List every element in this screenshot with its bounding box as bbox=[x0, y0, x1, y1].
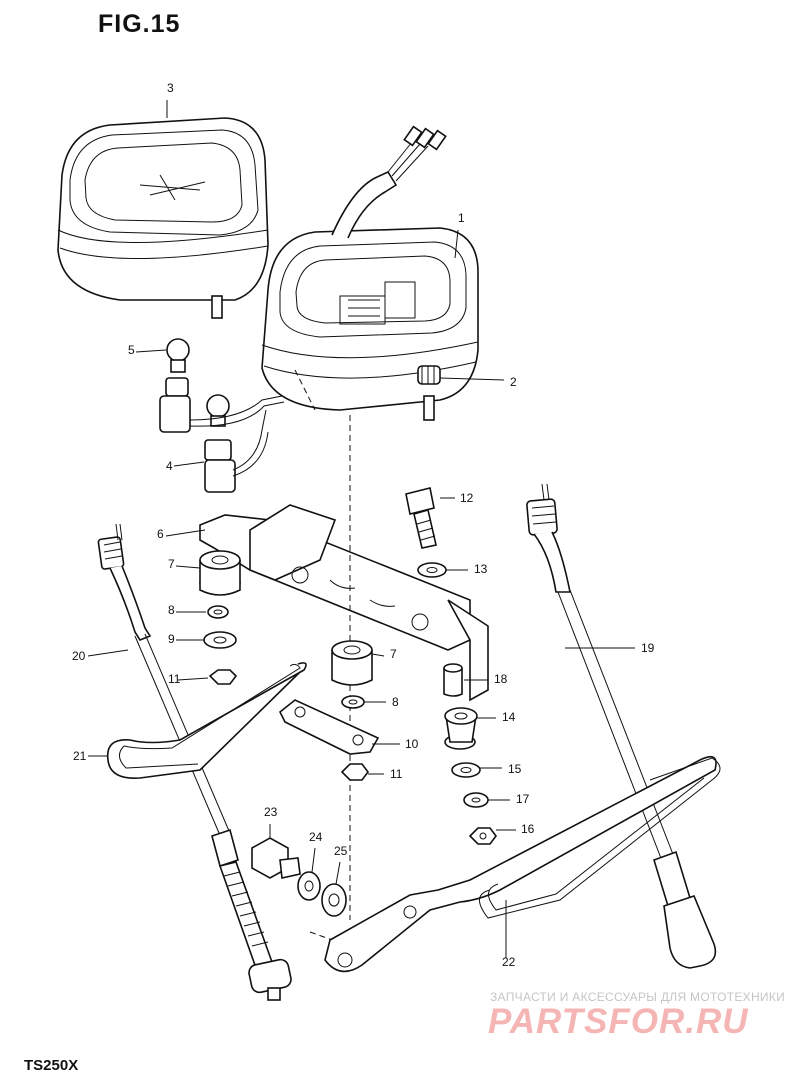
nut-part-16 bbox=[468, 827, 497, 845]
callout-c12: 12 bbox=[460, 491, 474, 505]
speedometer-part-3 bbox=[57, 117, 269, 319]
washer-part-13 bbox=[417, 562, 447, 578]
washer-part-8-right bbox=[341, 695, 365, 709]
nut-part-11-right bbox=[340, 763, 369, 781]
callout-c5: 5 bbox=[128, 343, 135, 357]
plate-part-10 bbox=[278, 699, 380, 755]
callout-c16: 16 bbox=[521, 822, 535, 836]
callout-c17: 17 bbox=[516, 792, 530, 806]
callout-c18: 18 bbox=[494, 672, 508, 686]
callout-c8b: 8 bbox=[392, 695, 399, 709]
callout-c8a: 8 bbox=[168, 603, 175, 617]
washer-part-24 bbox=[297, 871, 321, 901]
meter-bracket-part-6 bbox=[199, 504, 489, 702]
callout-c25: 25 bbox=[334, 844, 348, 858]
callout-c4: 4 bbox=[166, 459, 173, 473]
alignment-line bbox=[294, 369, 316, 411]
callout-c20: 20 bbox=[72, 649, 86, 663]
watermark-subtitle: ЗАПЧАСТИ И АКСЕССУАРЫ ДЛЯ МОТОТЕХНИКИ bbox=[490, 990, 786, 1004]
callout-c11a: 11 bbox=[168, 672, 181, 686]
bulb-part-5 bbox=[166, 338, 190, 373]
washer-part-25 bbox=[321, 883, 347, 917]
cushion-part-14 bbox=[444, 707, 478, 750]
bolt-part-12 bbox=[405, 487, 437, 549]
bulb-sockets-part-4 bbox=[159, 377, 285, 493]
nut-part-11-left bbox=[208, 669, 238, 685]
callout-c14: 14 bbox=[502, 710, 516, 724]
callout-c11b: 11 bbox=[390, 767, 403, 781]
leader-lines bbox=[87, 100, 635, 958]
bolt-part-23 bbox=[251, 837, 301, 879]
callout-c15: 15 bbox=[508, 762, 522, 776]
washer-part-15 bbox=[451, 762, 481, 778]
tachometer-part-1 bbox=[261, 125, 479, 421]
callout-c13: 13 bbox=[474, 562, 488, 576]
tachometer-cable-part-19 bbox=[526, 483, 717, 969]
speedometer-cable-part-20 bbox=[97, 523, 292, 1001]
callout-c10: 10 bbox=[405, 737, 419, 751]
watermark-brand: PARTSFOR.RU bbox=[488, 1002, 749, 1041]
washer-part-8-left bbox=[207, 605, 229, 619]
cable-guide-bracket-part-22 bbox=[324, 755, 721, 973]
callout-c6: 6 bbox=[157, 527, 164, 541]
callout-c7b: 7 bbox=[390, 647, 397, 661]
callout-c24: 24 bbox=[309, 830, 323, 844]
callout-c3: 3 bbox=[167, 81, 174, 95]
callout-c19: 19 bbox=[641, 641, 655, 655]
washer-part-9 bbox=[203, 631, 237, 649]
callout-c22: 22 bbox=[502, 955, 516, 969]
callout-c9: 9 bbox=[168, 632, 175, 646]
reset-knob-part-2 bbox=[417, 365, 441, 385]
model-label: TS250X bbox=[24, 1057, 79, 1074]
callout-c1: 1 bbox=[458, 211, 465, 225]
callout-c21: 21 bbox=[73, 749, 87, 763]
callout-c7a: 7 bbox=[168, 557, 175, 571]
figure-title: FIG.15 bbox=[98, 10, 181, 38]
washer-part-17 bbox=[463, 792, 489, 808]
grommet-part-7-right bbox=[331, 640, 373, 686]
callout-c23: 23 bbox=[264, 805, 278, 819]
cable-band-part-21 bbox=[106, 662, 307, 779]
collar-part-18 bbox=[443, 663, 463, 697]
grommet-part-7-left bbox=[199, 550, 241, 596]
callout-c2: 2 bbox=[510, 375, 517, 389]
